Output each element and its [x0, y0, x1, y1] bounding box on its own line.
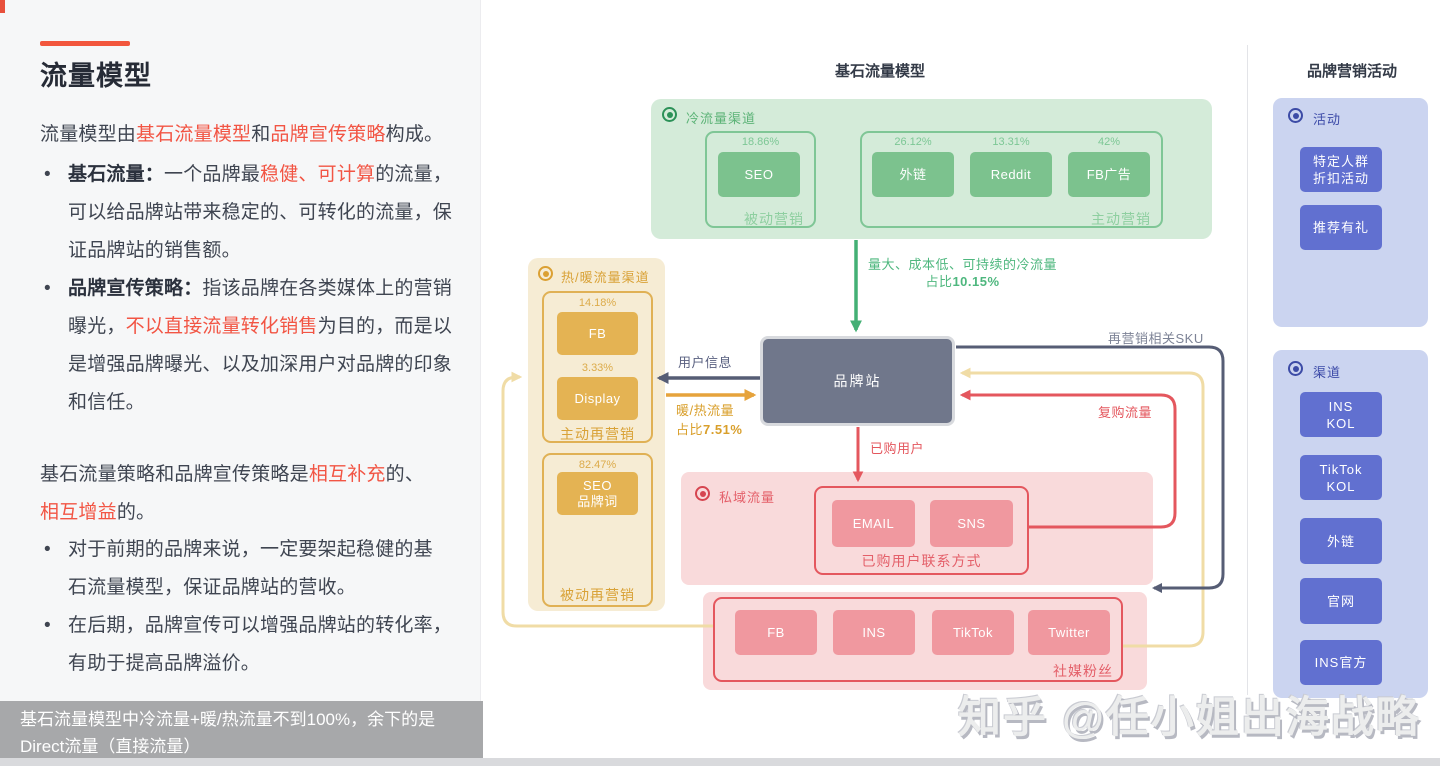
bullet-late-stage: • 在后期，品牌宣传可以增强品牌站的转化率，有助于提高品牌溢价。 [40, 607, 464, 683]
bullet-cornerstone-traffic: • 基石流量：一个品牌最稳健、可计算的流量，可以给品牌站带来稳定的、可转化的流量… [40, 156, 464, 270]
reddit-node: Reddit [970, 152, 1052, 197]
campaign-discount-node: 特定人群 折扣活动 [1300, 147, 1382, 192]
channel-ins-kol-node: INS KOL [1300, 392, 1382, 437]
bullet-early-stage: • 对于前期的品牌来说，一定要架起稳健的基石流量模型，保证品牌站的营收。 [40, 531, 464, 607]
sku-label: 再营销相关SKU [1108, 331, 1204, 346]
channel-tiktok-kol-node: TikTok KOL [1300, 455, 1382, 500]
warm-flow-label: 暖/热流量 占比7.51% [676, 403, 743, 437]
cold-arrow-label: 量大、成本低、可持续的冷流量 占比10.15% [867, 257, 1057, 289]
user-info-label: 用户信息 [678, 355, 733, 370]
passive-marketing-group [705, 131, 816, 228]
zhihu-watermark: 知乎 @任小姐出海战略 [958, 694, 1421, 742]
seo-brand-percent: 82.47% [578, 459, 617, 471]
bullet-brand-promotion: • 品牌宣传策略：指该品牌在各类媒体上的营销曝光，不以直接流量转化销售为目的，而… [40, 270, 464, 422]
channel-backlink-node: 外链 [1300, 518, 1382, 564]
campaign-referral-node: 推荐有礼 [1300, 205, 1382, 250]
warm-traffic-label: 热/暖流量渠道 [561, 270, 650, 285]
social-fb-node: FB [735, 610, 817, 655]
radio-icon [662, 107, 677, 122]
left-text-panel: 流量模型 流量模型由基石流量模型和品牌宣传策略构成。 • 基石流量：一个品牌最稳… [0, 0, 483, 766]
backlink-node: 外链 [872, 152, 954, 197]
display-node: Display [557, 377, 638, 420]
repurchase-label: 复购流量 [1098, 405, 1153, 420]
passive-retargeting-caption: 被动再营销 [560, 587, 635, 603]
display-percent: 3.33% [581, 362, 614, 374]
footnote-bar: 基石流量模型中冷流量+暖/热流量不到100%，余下的是Direct流量（直接流量… [0, 701, 483, 758]
radio-icon [695, 486, 710, 501]
panel-divider [1247, 45, 1248, 695]
purchased-users-label: 已购用户 [870, 441, 925, 456]
active-retargeting-caption: 主动再营销 [560, 426, 635, 442]
social-tiktok-node: TikTok [932, 610, 1014, 655]
bullet-dot: • [44, 615, 51, 636]
social-twitter-node: Twitter [1028, 610, 1110, 655]
fb-ads-node: FB广告 [1068, 152, 1150, 197]
social-ins-node: INS [833, 610, 915, 655]
seo-brand-node: SEO 品牌词 [557, 472, 638, 515]
backlink-percent: 26.12% [894, 136, 932, 148]
bullet-dot: • [44, 164, 51, 185]
title-accent-bar [40, 41, 130, 46]
radio-icon [1288, 361, 1303, 376]
page-title: 流量模型 [40, 61, 152, 91]
channels-label: 渠道 [1313, 365, 1342, 380]
passive-marketing-caption: 被动营销 [744, 211, 804, 227]
social-fans-caption: 社媒粉丝 [1053, 663, 1113, 679]
cold-traffic-label: 冷流量渠道 [686, 111, 757, 126]
seo-percent: 18.86% [741, 136, 780, 148]
seo-node: SEO [718, 152, 800, 197]
diagram-title: 基石流量模型 [834, 63, 925, 80]
active-marketing-group [860, 131, 1163, 228]
email-node: EMAIL [832, 500, 915, 547]
intro-paragraph: 流量模型由基石流量模型和品牌宣传策略构成。 [40, 124, 444, 145]
campaigns-label: 活动 [1313, 112, 1342, 127]
channel-official-site-node: 官网 [1300, 578, 1382, 624]
sns-node: SNS [930, 500, 1013, 547]
reddit-percent: 13.31% [992, 136, 1030, 148]
brand-marketing-title: 品牌营销活动 [1306, 63, 1397, 80]
bullet-dot: • [44, 278, 51, 299]
fb-ads-percent: 42% [1097, 136, 1121, 148]
mutual-benefit-paragraph: 基石流量策略和品牌宣传策略是相互补充的、相互增益的。 [40, 464, 425, 523]
active-marketing-caption: 主动营销 [1091, 211, 1151, 227]
radio-icon [538, 266, 553, 281]
bottom-edge-strip [0, 758, 1440, 766]
radio-icon [1288, 108, 1303, 123]
fb-percent: 14.18% [578, 297, 617, 309]
private-traffic-label: 私域流量 [719, 490, 776, 505]
bullet-dot: • [44, 539, 51, 560]
channel-ins-official-node: INS官方 [1300, 640, 1382, 685]
purchased-contact-caption: 已购用户联系方式 [861, 553, 982, 569]
brand-site-node: 品牌站 [760, 336, 955, 426]
fb-node: FB [557, 312, 638, 355]
corner-accent-mark [0, 0, 5, 13]
